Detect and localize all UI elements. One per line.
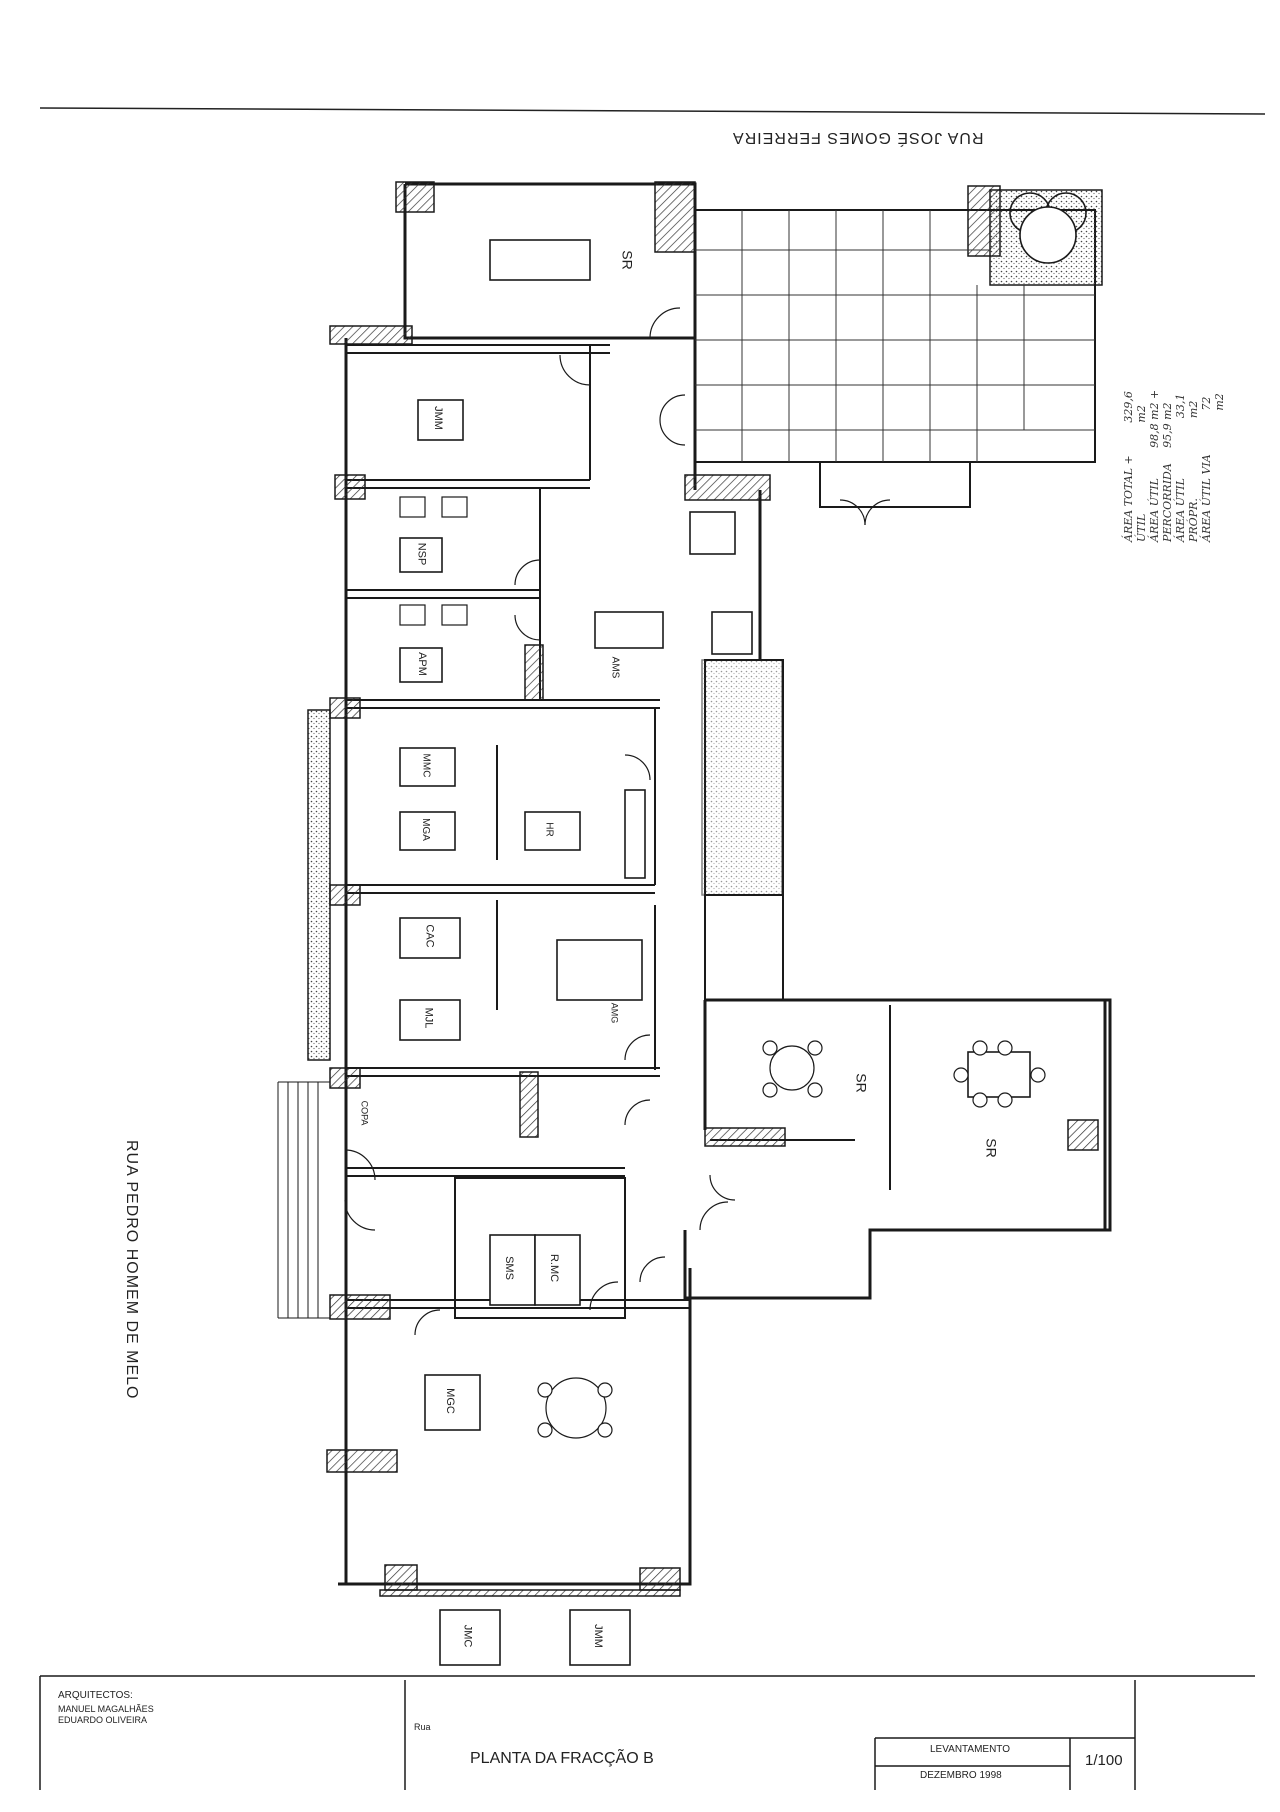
- room-label-apm: APM: [415, 652, 428, 676]
- area-note-value: 72 m2: [1200, 393, 1226, 411]
- area-note-label: ÁREA TOTAL + ÚTIL: [1122, 455, 1148, 542]
- room-label-nsp: NSP: [415, 542, 428, 566]
- room-label-jmc: JMC: [461, 1624, 474, 1648]
- room-label-sr-large: SR: [983, 1138, 1000, 1158]
- area-note-value: 98,8 m2 + 95,9 m2: [1148, 389, 1174, 448]
- area-note-label: ÁREA ÚTIL PRÓPR.: [1174, 478, 1200, 542]
- room-label-ams: AMS: [609, 656, 621, 679]
- room-label-mgc: MGC: [443, 1388, 456, 1414]
- room-label-sr-top: SR: [619, 250, 636, 270]
- area-note-label: ÁREA ÚTIL PERCORRIDA: [1148, 463, 1174, 542]
- room-label-jmm-2: JMM: [591, 1624, 604, 1648]
- street-name-left: RUA PEDRO HOMEM DE MELO: [123, 1140, 140, 1400]
- room-label-mjl: MJL: [422, 1007, 435, 1029]
- architect-name-1: MANUEL MAGALHÃES: [58, 1704, 154, 1714]
- building-walls: [338, 182, 1112, 1586]
- room-label-rmc: R.MC: [548, 1253, 561, 1283]
- room-label-mga: MGA: [419, 818, 431, 841]
- room-label-copa: COPA: [359, 1100, 370, 1126]
- room-label-mmc: MMC: [420, 753, 432, 778]
- room-label-sms: SMS: [502, 1256, 515, 1280]
- drawing-title: PLANTA DA FRACÇÃO B: [470, 1750, 654, 1767]
- terrace-tiles: [695, 210, 1095, 462]
- drawing-stage: LEVANTAMENTO: [930, 1744, 1011, 1755]
- street-name-top: RUA JOSÉ GOMES FERREIRA: [732, 129, 984, 146]
- room-label-jmm: JMM: [431, 406, 444, 430]
- area-note-value: 33,1 m2: [1174, 393, 1200, 419]
- area-notes: ÁREA TOTAL + ÚTIL 329,6 m2 ÁREA ÚTIL PERC…: [1122, 377, 1226, 542]
- room-label-cac: CAC: [423, 924, 436, 948]
- drawing-date: DEZEMBRO 1998: [920, 1770, 1002, 1781]
- furniture: [399, 239, 1031, 1666]
- room-label-sr-round: SR: [853, 1073, 870, 1093]
- door-swings: [344, 307, 891, 1336]
- planters: [307, 189, 1103, 1061]
- chairs: [399, 496, 1046, 1439]
- room-label-amg: AMG: [609, 1002, 620, 1024]
- fountain: [1009, 192, 1087, 264]
- title-block-frame: [39, 1675, 1255, 1790]
- architect-name-2: EDUARDO OLIVEIRA: [58, 1715, 148, 1725]
- room-label-hr: HR: [543, 822, 555, 837]
- area-note-value: 329,6 m2: [1122, 391, 1148, 423]
- entry-steps: [277, 1081, 330, 1319]
- obra-label: Rua: [414, 1722, 431, 1732]
- area-note-label: ÁREA ÚTIL VIA: [1200, 454, 1213, 542]
- drawing-scale: 1/100: [1085, 1752, 1123, 1769]
- architects-label: ARQUITECTOS:: [58, 1690, 133, 1701]
